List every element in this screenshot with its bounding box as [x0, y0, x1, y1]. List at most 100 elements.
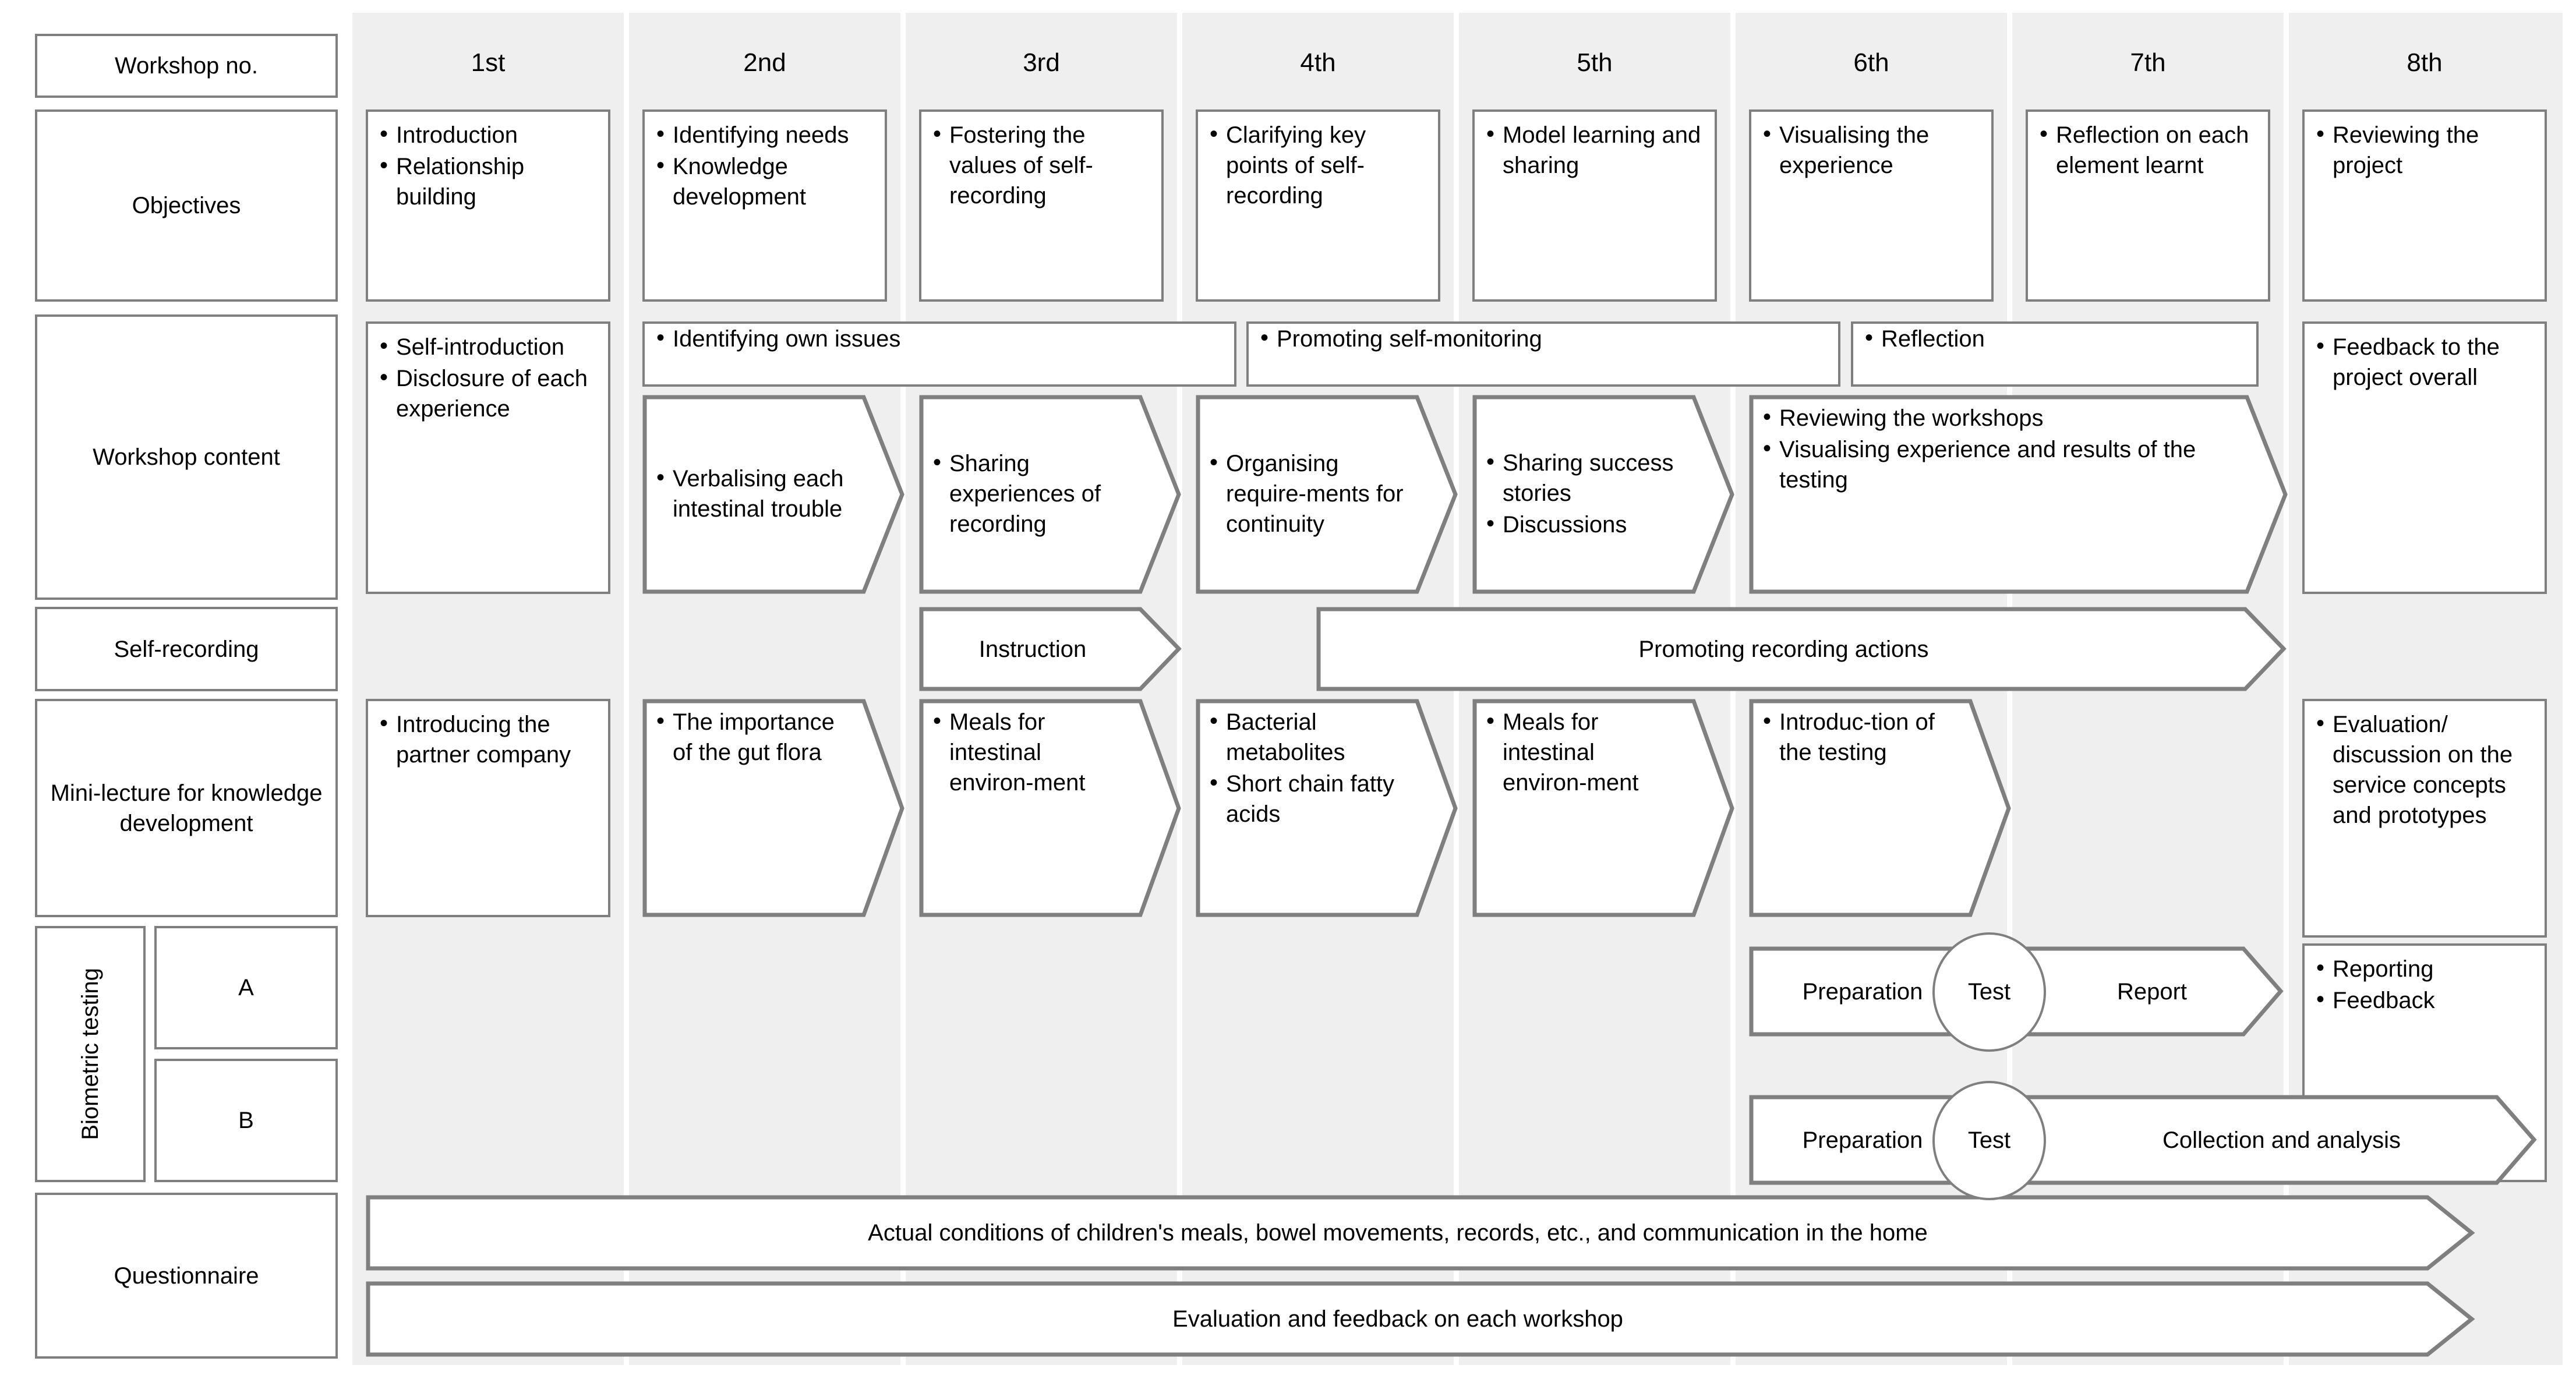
column-header-4: 4th	[1300, 48, 1336, 77]
arrow-text: Report	[2116, 978, 2188, 1005]
arrow-text: Sharing experiences of recording	[919, 395, 1181, 594]
arrow-text: Introduc-tion of the testing	[1749, 699, 2011, 917]
row-label-biometric-testing-text: Biometric testing	[77, 968, 103, 1140]
biometric-b-test-circle: Test	[1932, 1081, 2046, 1200]
objectives-cell-2: Identifying needs Knowledge development	[642, 109, 887, 302]
list-item: Disclosure of each experience	[376, 362, 602, 424]
arrow-text: Preparation	[1802, 1127, 1923, 1153]
objectives-cell-4: Clarifying key points of self-recording	[1196, 109, 1440, 302]
list-item: Introduc-tion of the testing	[1759, 706, 1959, 768]
column-header-5: 5th	[1577, 48, 1613, 77]
workshop-content-bar-identifying-own-issues: Identifying own issues	[642, 321, 1236, 387]
arrow-text: Verbalising each intestinal trouble	[642, 395, 904, 594]
row-label-questionnaire: Questionnaire	[35, 1193, 338, 1359]
mini-lecture-arrow-3: Meals for intestinal environ-ment	[919, 699, 1181, 917]
list-item: Self-introduction	[376, 331, 602, 362]
row-label-workshop-content-text: Workshop content	[93, 444, 280, 470]
column-header-7: 7th	[2130, 48, 2166, 77]
biometric-a-test-circle: Test	[1932, 932, 2046, 1052]
column-header-8: 8th	[2407, 48, 2443, 77]
list-item: Visualising the experience	[1759, 119, 1985, 181]
list-item: Verbalising each intestinal trouble	[653, 462, 852, 524]
arrow-text: Organising require-ments for continuity	[1196, 395, 1458, 594]
workshop-content-arrow-4: Organising require-ments for continuity	[1196, 395, 1458, 594]
arrow-text: Reviewing the workshops Visualising expe…	[1749, 395, 2288, 594]
objectives-cell-7: Reflection on each element learnt	[2026, 109, 2270, 302]
list-item: Bacterial metabolites	[1206, 706, 1405, 768]
workshop-content-bar-promoting-self-monitoring: Promoting self-monitoring	[1246, 321, 1840, 387]
list-item: Sharing success stories	[1483, 447, 1682, 508]
arrow-text: Evaluation and feedback on each workshop	[1172, 1306, 1623, 1332]
row-label-biometric-testing: Biometric testing	[35, 926, 146, 1182]
list-item: Knowledge development	[653, 150, 879, 212]
row-label-objectives: Objectives	[35, 109, 338, 302]
arrow-text: Meals for intestinal environ-ment	[919, 699, 1181, 917]
row-label-workshop-no: Workshop no.	[35, 34, 338, 98]
arrow-text: Actual conditions of children's meals, b…	[868, 1220, 1928, 1246]
arrow-text: Preparation	[1802, 978, 1923, 1005]
list-item: Organising require-ments for continuity	[1206, 447, 1405, 539]
workshop-content-arrow-6-7: Reviewing the workshops Visualising expe…	[1749, 395, 2288, 594]
list-item: Identifying own issues	[653, 323, 1228, 354]
objectives-cell-8: Reviewing the project	[2302, 109, 2547, 302]
mini-lecture-arrow-6: Introduc-tion of the testing	[1749, 699, 2011, 917]
list-item: Reporting	[2313, 953, 2539, 984]
workshop-content-cell-8: Feedback to the project overall	[2302, 321, 2547, 594]
list-item: Introduction	[376, 119, 602, 150]
list-item: Discussions	[1483, 508, 1682, 540]
list-item: Sharing experiences of recording	[930, 447, 1129, 539]
list-item: Fostering the values of self-recording	[930, 119, 1156, 211]
list-item: Feedback to the project overall	[2313, 331, 2539, 393]
mini-lecture-arrow-2: The importance of the gut flora	[642, 699, 904, 917]
list-item: Model learning and sharing	[1483, 119, 1709, 181]
arrow-text: The importance of the gut flora	[642, 699, 904, 917]
workshop-content-arrow-3: Sharing experiences of recording	[919, 395, 1181, 594]
list-item: Visualising experience and results of th…	[1759, 433, 2235, 495]
mini-lecture-cell-8: Evaluation/ discussion on the service co…	[2302, 699, 2547, 938]
list-item: Meals for intestinal environ-ment	[1483, 706, 1682, 798]
list-item: Evaluation/ discussion on the service co…	[2313, 708, 2539, 830]
row-label-workshop-content: Workshop content	[35, 314, 338, 600]
questionnaire-bar-2: Evaluation and feedback on each workshop	[366, 1281, 2475, 1357]
list-item: The importance of the gut flora	[653, 706, 852, 768]
objectives-cell-5: Model learning and sharing	[1472, 109, 1717, 302]
list-item: Reflection on each element learnt	[2036, 119, 2262, 181]
arrow-text: Sharing success stories Discussions	[1472, 395, 1734, 594]
objectives-cell-1: Introduction Relationship building	[366, 109, 610, 302]
list-item: Short chain fatty acids	[1206, 768, 1405, 829]
list-item: Clarifying key points of self-recording	[1206, 119, 1432, 211]
biometric-b-collection: Collection and analysis	[1974, 1095, 2537, 1185]
workshop-content-bar-reflection: Reflection	[1851, 321, 2259, 387]
self-recording-arrow-instruction: Instruction	[919, 607, 1182, 691]
arrow-text: Meals for intestinal environ-ment	[1472, 699, 1734, 917]
arrow-text: Instruction	[978, 636, 1087, 662]
arrow-text: Collection and analysis	[2162, 1127, 2401, 1153]
list-item: Reflection	[1861, 323, 2250, 354]
list-item: Promoting self-monitoring	[1257, 323, 1832, 354]
mini-lecture-cell-1: Introducing the partner company	[366, 699, 610, 917]
column-header-6: 6th	[1853, 48, 1889, 77]
mini-lecture-arrow-4: Bacterial metabolites Short chain fatty …	[1196, 699, 1458, 917]
row-label-biometric-a: A	[154, 926, 338, 1049]
list-item: Feedback	[2313, 984, 2539, 1016]
objectives-cell-6: Visualising the experience	[1749, 109, 1994, 302]
list-item: Relationship building	[376, 150, 602, 212]
arrow-text: Promoting recording actions	[1638, 636, 1929, 662]
column-header-3: 3rd	[1023, 48, 1060, 77]
list-item: Introducing the partner company	[376, 708, 602, 770]
self-recording-arrow-promoting-recording-actions: Promoting recording actions	[1316, 607, 2287, 691]
list-item: Meals for intestinal environ-ment	[930, 706, 1129, 798]
workshop-content-cell-1: Self-introduction Disclosure of each exp…	[366, 321, 610, 594]
row-label-mini-lecture: Mini-lecture for knowledge development	[35, 699, 338, 917]
list-item: Identifying needs	[653, 119, 879, 150]
list-item: Reviewing the workshops	[1759, 402, 2235, 433]
row-label-self-recording: Self-recording	[35, 607, 338, 691]
objectives-cell-3: Fostering the values of self-recording	[919, 109, 1164, 302]
workshop-content-arrow-5: Sharing success stories Discussions	[1472, 395, 1734, 594]
mini-lecture-arrow-5: Meals for intestinal environ-ment	[1472, 699, 1734, 917]
arrow-text: Bacterial metabolites Short chain fatty …	[1196, 699, 1458, 917]
list-item: Reviewing the project	[2313, 119, 2539, 181]
column-header-2: 2nd	[743, 48, 786, 77]
questionnaire-bar-1: Actual conditions of children's meals, b…	[366, 1195, 2475, 1271]
